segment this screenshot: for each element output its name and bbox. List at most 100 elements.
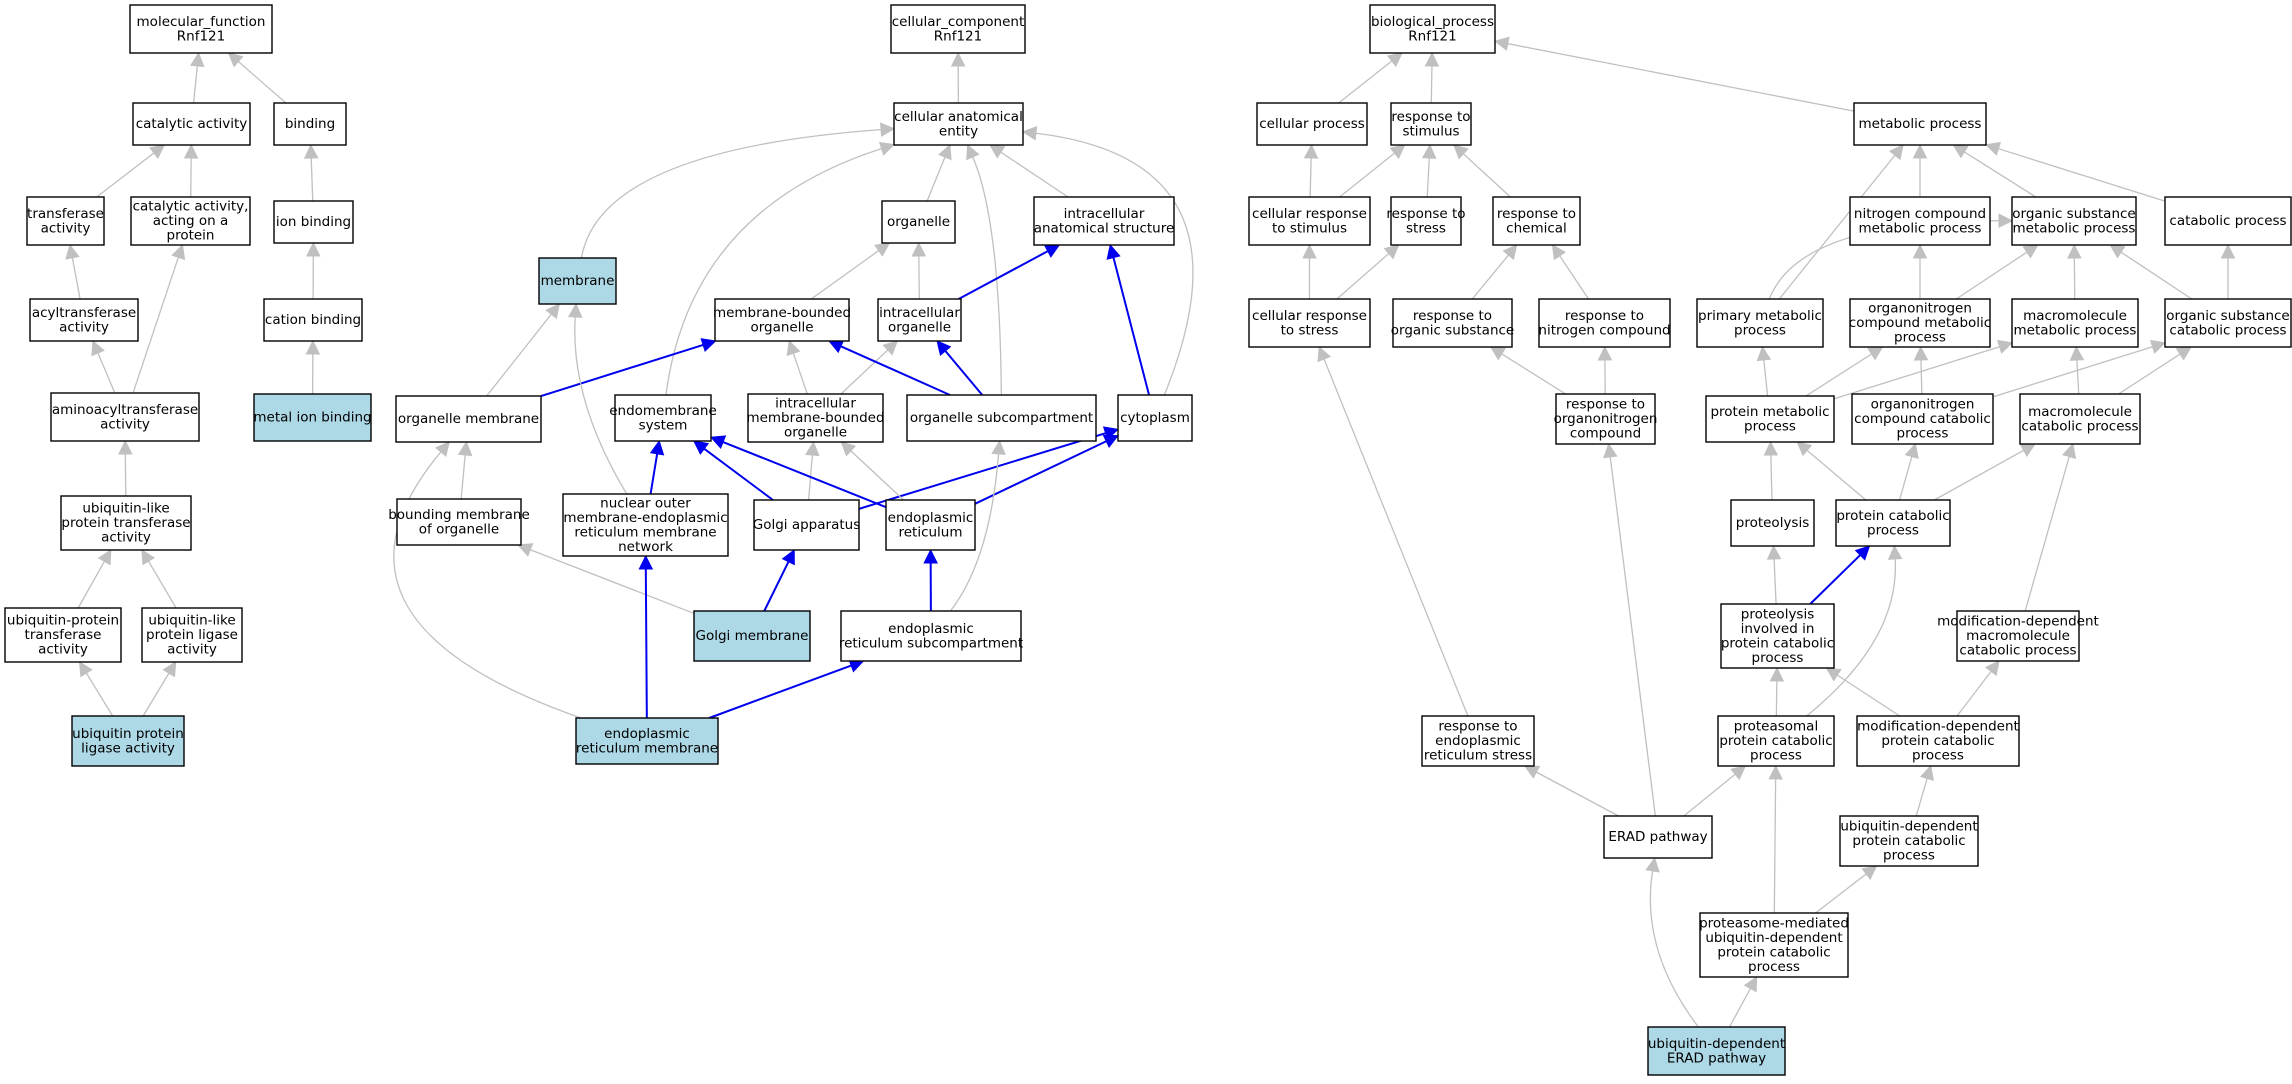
node-ionb[interactable]: ion binding [274, 201, 353, 243]
node-cat[interactable]: catalytic activity [133, 103, 250, 145]
edge-om-to-membrane [487, 314, 552, 396]
edge-mdpcp-to-mdmcp [1957, 671, 1991, 716]
node-cp[interactable]: cellular process [1257, 103, 1367, 145]
node-erad[interactable]: ERAD pathway [1604, 816, 1712, 858]
node-label-line: process [1734, 322, 1786, 338]
node-catp[interactable]: catabolic process [2165, 197, 2291, 245]
edge-mbo-to-organelle [811, 251, 878, 299]
edge-arrowhead [172, 245, 184, 259]
edge-ubpl-to-ubpt [86, 673, 112, 716]
node-label-line: process [1744, 418, 1796, 434]
node-nuc[interactable]: nuclear outermembrane-endoplasmicreticul… [563, 494, 728, 556]
edge-arrowhead [1318, 347, 1330, 361]
edge-arrowhead [2021, 444, 2036, 456]
node-label-line: process [1750, 748, 1802, 764]
node-label-line: catabolic process [2021, 418, 2138, 434]
edge-arrowhead [1999, 214, 2012, 227]
edge-arrowhead [701, 339, 715, 351]
node-cyto[interactable]: cytoplasm [1118, 395, 1192, 441]
edge-pmud-to-udpcp [1816, 874, 1867, 913]
edge-arrowhead [1598, 347, 1611, 360]
node-label-line: organelle [887, 214, 950, 230]
edge-arrowhead [229, 53, 243, 66]
node-proteo[interactable]: proteolysis [1731, 500, 1814, 546]
node-golgi[interactable]: Golgi apparatus [753, 500, 860, 550]
edge-arrowhead [880, 142, 894, 154]
node-golgim[interactable]: Golgi membrane [694, 611, 810, 661]
edge-mdpcp-to-pipcp [1837, 675, 1899, 716]
edge-arrowhead [711, 436, 725, 448]
node-metalion[interactable]: metal ion binding [253, 394, 371, 441]
node-mp[interactable]: metabolic process [1854, 103, 1986, 145]
node-bind[interactable]: binding [274, 103, 346, 145]
node-label-line: Rnf121 [1408, 28, 1456, 44]
node-label-line: reticulum membrane [576, 740, 718, 756]
node-organelle[interactable]: organelle [882, 201, 955, 243]
edge-arrowhead [307, 243, 320, 256]
node-label-line: ERAD pathway [1608, 829, 1707, 845]
edge-mcp-to-oscp [2119, 354, 2181, 394]
node-label-line: process [1748, 959, 1800, 975]
node-cationb[interactable]: cation binding [264, 299, 362, 341]
edge-arrowhead [459, 442, 472, 456]
node-membrane[interactable]: membrane [539, 258, 616, 304]
edge-arrowhead [1385, 245, 1399, 258]
node-mdmcp[interactable]: modification-dependentmacromoleculecatab… [1937, 611, 2099, 661]
edge-arrowhead [66, 245, 79, 259]
node-label-line: compound [1570, 426, 1641, 442]
node-om[interactable]: organelle membrane [396, 396, 541, 442]
node-label-line: anatomical structure [1034, 220, 1175, 236]
node-osub[interactable]: organelle subcompartment [907, 395, 1096, 441]
edge-arrowhead [1731, 766, 1745, 779]
node-label-line: catabolic process [2169, 213, 2286, 229]
node-label-line: metabolic process [1859, 220, 1982, 236]
edge-erm-to-om [394, 452, 581, 718]
node-pmud[interactable]: proteasome-mediatedubiquitin-dependentpr… [1699, 913, 1849, 977]
